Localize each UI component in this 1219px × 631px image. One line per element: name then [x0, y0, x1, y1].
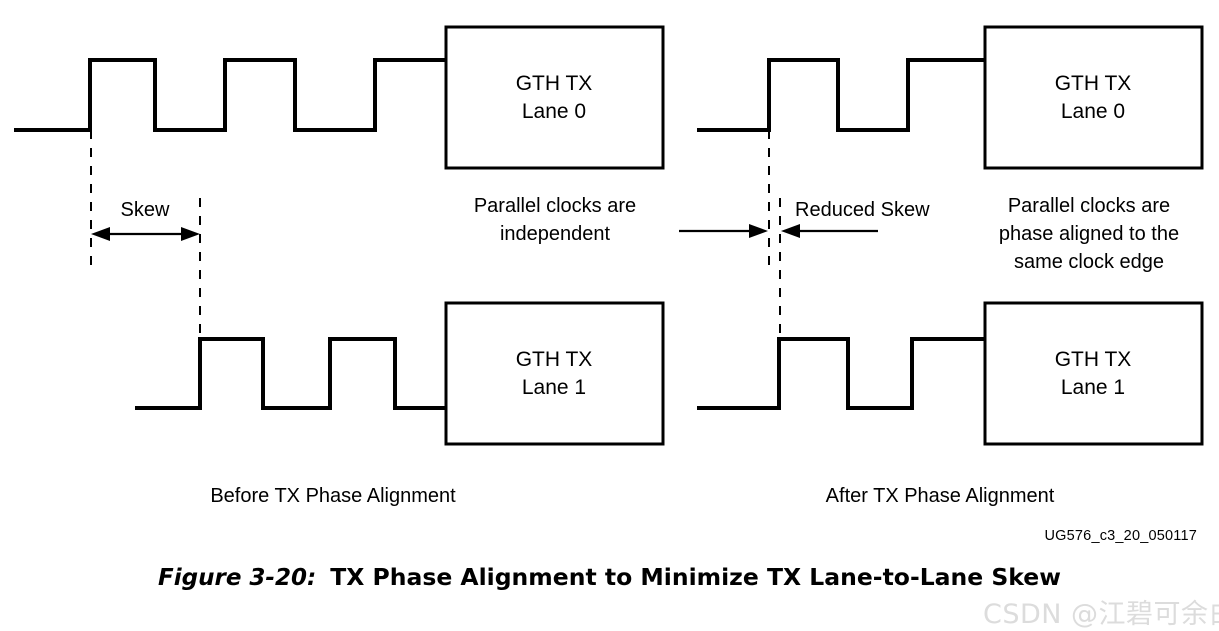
block-after-lane1-line2: Lane 1	[1061, 376, 1125, 399]
skew-label-before: Skew	[121, 199, 170, 221]
waveform-after-lane0	[697, 58, 985, 132]
waveform-after-lane1	[697, 337, 985, 410]
block-before-lane1-line2: Lane 1	[522, 376, 586, 399]
block-before-lane1-line1: GTH TX	[516, 348, 593, 371]
note-after-line1: Parallel clocks are	[1008, 195, 1170, 217]
skew-arrow-right-head-before	[181, 227, 200, 241]
note-before-line1: Parallel clocks are	[474, 195, 636, 217]
block-after-lane0-line2: Lane 0	[1061, 100, 1125, 123]
figure-id-code: UG576_c3_20_050117	[1045, 528, 1198, 544]
block-before-lane0-line2: Lane 0	[522, 100, 586, 123]
caption-before: Before TX Phase Alignment	[210, 485, 456, 507]
note-after-line3: same clock edge	[1014, 251, 1164, 273]
block-after-lane0-line1: GTH TX	[1055, 72, 1132, 95]
figure-caption: Figure 3-20: TX Phase Alignment to Minimi…	[0, 563, 1219, 591]
skew-label-after: Reduced Skew	[795, 199, 930, 221]
waveform-before-lane0	[14, 58, 446, 132]
note-after-line2: phase aligned to the	[999, 223, 1179, 245]
block-before-lane0	[444, 25, 665, 170]
skew-arrow-left-head-after	[781, 224, 800, 238]
figure-number: Figure 3-20:	[158, 565, 317, 591]
block-after-lane0	[983, 25, 1204, 170]
skew-arrow-left-head-before	[91, 227, 110, 241]
skew-arrow-right-head-after	[749, 224, 768, 238]
note-before-line2: independent	[500, 223, 611, 245]
block-after-lane1-line1: GTH TX	[1055, 348, 1132, 371]
caption-after: After TX Phase Alignment	[826, 485, 1055, 507]
block-before-lane0-line1: GTH TX	[516, 72, 593, 95]
block-after-lane1	[983, 301, 1204, 446]
block-before-lane1	[444, 301, 665, 446]
waveform-before-lane1	[135, 337, 446, 410]
figure-title: TX Phase Alignment to Minimize TX Lane-t…	[330, 563, 1061, 591]
